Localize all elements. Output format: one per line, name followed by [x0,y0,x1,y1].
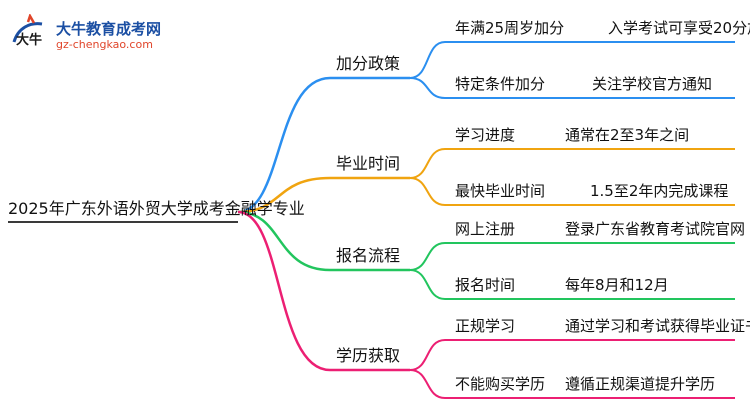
leaf-value-1-0: 通常在2至3年之间 [565,126,690,144]
branch-label-3: 学历获取 [336,346,401,365]
leaf-value-3-0: 通过学习和考试获得毕业证书 [565,317,750,335]
logo-mark-text: 大牛 [16,32,42,48]
leaf-connector-0-1 [409,77,446,99]
root-node-label: 2025年广东外语外贸大学成考金融学专业 [8,199,305,218]
leaf-value-1-1: 1.5至2年内完成课程 [590,182,729,200]
leaf-key-2-0: 网上注册 [455,220,516,238]
leaf-connector-2-1 [409,269,446,300]
logo-url: gz-chengkao.com [56,38,153,51]
leaf-key-2-1: 报名时间 [455,276,516,294]
logo-title: 大牛教育成考网 [56,20,162,38]
branch-connector-2 [237,210,331,272]
leaf-key-3-0: 正规学习 [455,317,516,335]
branch-label-1: 毕业时间 [336,154,401,173]
branch-label-2: 报名流程 [336,246,401,265]
branch-connector-1 [237,176,331,214]
leaf-connector-0-0 [409,41,446,79]
leaf-key-1-1: 最快毕业时间 [455,182,546,200]
leaf-connector-3-0 [409,339,446,371]
branch-connector-3 [237,210,331,372]
leaf-value-0-0: 入学考试可享受20分加分 [608,19,750,37]
site-logo[interactable]: 大牛 大牛教育成考网 gz-chengkao.com [8,14,198,54]
branch-connector-0 [237,76,331,214]
leaf-connector-1-0 [409,148,446,179]
leaf-connector-2-0 [409,242,446,271]
leaf-value-3-1: 遵循正规渠道提升学历 [565,375,716,393]
leaf-key-1-0: 学习进度 [455,126,516,144]
leaf-key-3-1: 不能购买学历 [455,375,546,393]
leaf-value-2-1: 每年8月和12月 [565,276,669,294]
leaf-connector-3-1 [409,369,446,399]
leaf-key-0-1: 特定条件加分 [455,75,546,93]
logo-mark-icon: 大牛 [12,14,43,48]
leaf-connector-1-1 [409,177,446,206]
leaf-value-2-0: 登录广东省教育考试院官网 [565,220,746,238]
branch-label-0: 加分政策 [336,54,401,73]
leaf-value-0-1: 关注学校官方通知 [592,75,713,93]
leaf-key-0-0: 年满25周岁加分 [455,19,565,37]
